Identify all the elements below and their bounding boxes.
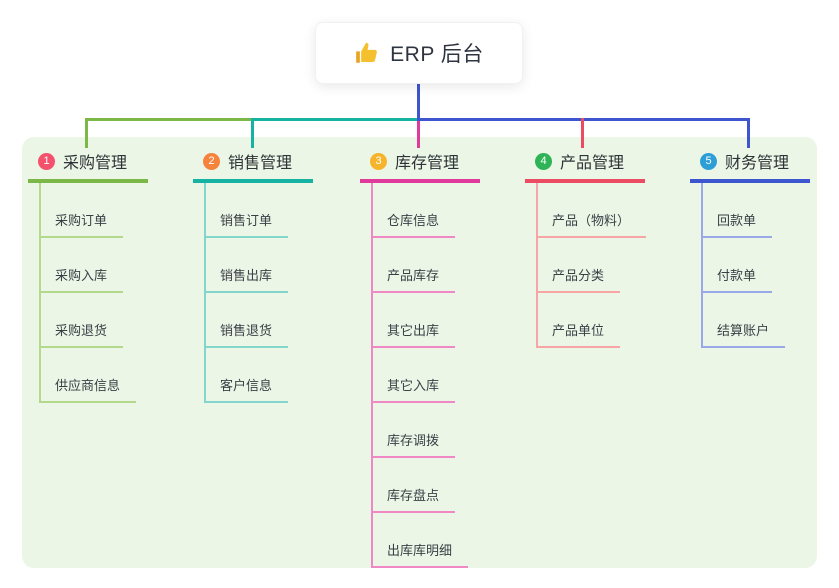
branch-node-product[interactable]: 4 产品管理 — [525, 146, 645, 183]
branch-children: 采购订单 采购入库 采购退货 供应商信息 — [39, 183, 137, 403]
node-item[interactable]: 回款单 — [703, 183, 773, 238]
branch-children: 回款单 付款单 结算账户 — [701, 183, 786, 348]
node-item[interactable]: 仓库信息 — [373, 183, 456, 238]
branch-label: 采购管理 — [63, 155, 128, 172]
branch-drop-line-3 — [417, 121, 420, 148]
root-node[interactable]: ERP 后台 — [315, 22, 523, 84]
node-item[interactable]: 其它出库 — [373, 293, 456, 348]
mindmap-canvas — [22, 137, 817, 568]
branch-inventory: 3 库存管理 仓库信息 产品库存 其它出库 其它入库 库存调拨 库存盘点 出库库… — [360, 146, 480, 568]
branch-drop-line-5 — [747, 118, 750, 148]
branch-children: 销售订单 销售出库 销售退货 客户信息 — [204, 183, 289, 403]
node-item[interactable]: 采购入库 — [41, 238, 124, 293]
branch-node-sales[interactable]: 2 销售管理 — [193, 146, 313, 183]
branch-children: 产品（物料） 产品分类 产品单位 — [536, 183, 647, 348]
node-item[interactable]: 付款单 — [703, 238, 773, 293]
branch-number-badge: 4 — [535, 152, 552, 170]
node-item[interactable]: 结算账户 — [703, 293, 786, 348]
node-item[interactable]: 出库库明细 — [373, 513, 469, 568]
node-item[interactable]: 供应商信息 — [41, 348, 137, 403]
node-item[interactable]: 产品（物料） — [538, 183, 647, 238]
branch-label: 库存管理 — [395, 155, 460, 172]
node-item[interactable]: 采购订单 — [41, 183, 124, 238]
node-item[interactable]: 产品单位 — [538, 293, 621, 348]
node-item[interactable]: 销售订单 — [206, 183, 289, 238]
branch-product: 4 产品管理 产品（物料） 产品分类 产品单位 — [525, 146, 647, 348]
branch-number-badge: 3 — [370, 152, 387, 170]
root-title: ERP 后台 — [390, 43, 484, 66]
node-item[interactable]: 采购退货 — [41, 293, 124, 348]
branch-sales: 2 销售管理 销售订单 销售出库 销售退货 客户信息 — [193, 146, 313, 403]
node-item[interactable]: 库存调拨 — [373, 403, 456, 458]
root-stem-line — [417, 83, 420, 119]
branch-label: 财务管理 — [725, 155, 790, 172]
node-item[interactable]: 产品分类 — [538, 238, 621, 293]
node-item[interactable]: 产品库存 — [373, 238, 456, 293]
bus-line-teal — [251, 118, 419, 121]
branch-children: 仓库信息 产品库存 其它出库 其它入库 库存调拨 库存盘点 出库库明细 — [371, 183, 469, 568]
branch-drop-line-1 — [85, 118, 88, 148]
branch-finance: 5 财务管理 回款单 付款单 结算账户 — [690, 146, 810, 348]
branch-label: 销售管理 — [228, 155, 293, 172]
branch-node-finance[interactable]: 5 财务管理 — [690, 146, 810, 183]
branch-number-badge: 2 — [203, 152, 220, 170]
branch-number-badge: 5 — [700, 152, 717, 170]
node-item[interactable]: 客户信息 — [206, 348, 289, 403]
branch-drop-line-2 — [251, 118, 254, 148]
thumbs-up-icon — [356, 42, 378, 63]
node-item[interactable]: 销售出库 — [206, 238, 289, 293]
node-item[interactable]: 销售退货 — [206, 293, 289, 348]
branch-number-badge: 1 — [38, 152, 55, 170]
node-item[interactable]: 其它入库 — [373, 348, 456, 403]
branch-node-inventory[interactable]: 3 库存管理 — [360, 146, 480, 183]
branch-node-purchase[interactable]: 1 采购管理 — [28, 146, 148, 183]
node-item[interactable]: 库存盘点 — [373, 458, 456, 513]
branch-drop-line-4 — [581, 118, 584, 148]
branch-purchase: 1 采购管理 采购订单 采购入库 采购退货 供应商信息 — [28, 146, 148, 403]
bus-line-green — [85, 118, 253, 121]
branch-label: 产品管理 — [560, 155, 625, 172]
